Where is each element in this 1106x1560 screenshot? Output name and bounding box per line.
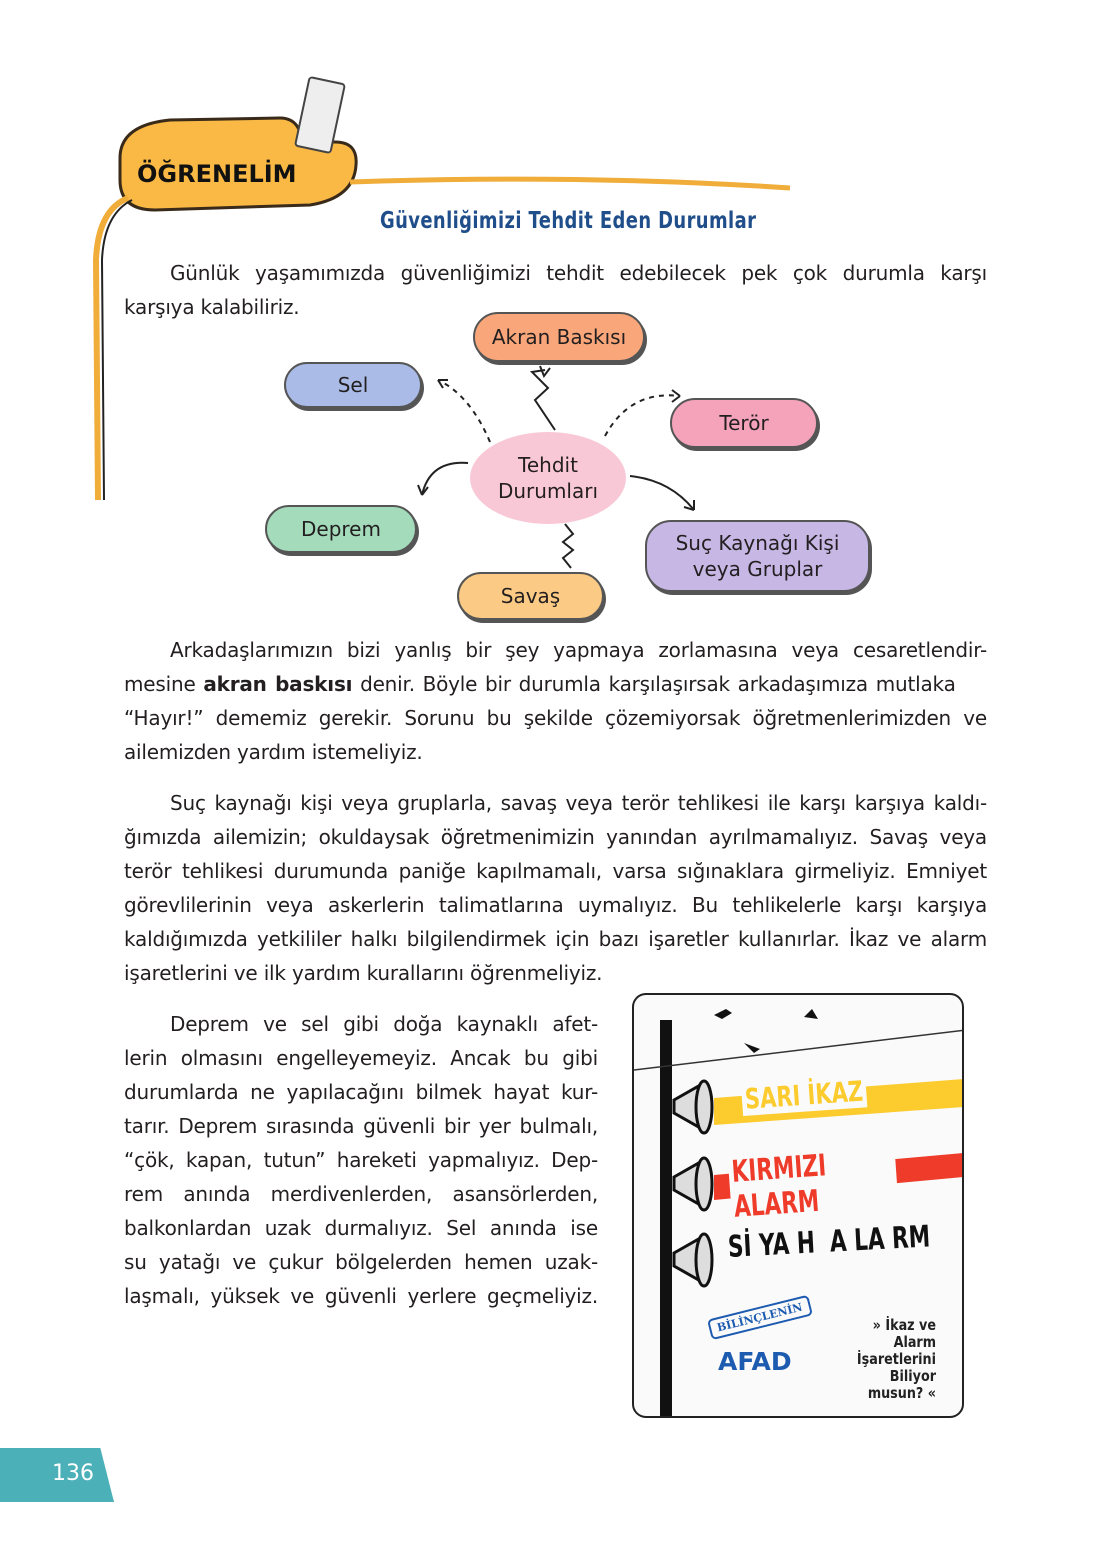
afad-alarm-poster: SARI İKAZ KIRMIZI ALARM Sİ YA H A LA RM … — [632, 993, 964, 1418]
p1-line: Arkadaşlarımızın bizi yanlış bir şey yap… — [170, 638, 987, 662]
p3-line: su yatağı ve çukur bölgelerden hemen uza… — [124, 1250, 598, 1274]
p3-line: rem anında merdivenlerden, asansörlerden… — [124, 1182, 598, 1206]
page-number-tab: 136 — [0, 1448, 114, 1502]
p2-line: kaldığımızda yetkililer halkı bilgilendi… — [124, 927, 987, 951]
suc-line: veya Gruplar — [692, 557, 823, 581]
p1-line: ailemizden yardım istemeliyiz. — [124, 740, 423, 764]
p3-line: lerin olmasını engelleyemeyiz. Ancak bu … — [124, 1046, 598, 1070]
node-savas: Savaş — [457, 572, 604, 620]
question-line: » İkaz ve Alarm — [872, 1316, 936, 1351]
p3-line: laşmalı, yüksek ve güvenli yerlere geçme… — [124, 1284, 598, 1308]
suc-line: Suç Kaynağı Kişi — [675, 531, 840, 555]
page-number: 136 — [52, 1461, 94, 1486]
node-deprem: Deprem — [265, 505, 417, 553]
question-line: İşaretlerini — [856, 1350, 936, 1368]
intro-line: Günlük yaşamımızda güvenliğimizi tehdit … — [170, 261, 987, 285]
poster-question: » İkaz ve Alarm İşaretlerini Biliyor mus… — [831, 1317, 936, 1402]
p3-line: balkonlardan uzak durmalıyız. Sel anında… — [124, 1216, 598, 1240]
kirmizi-alarm-label: KIRMIZI ALARM — [727, 1143, 900, 1225]
afad-logo: AFAD — [718, 1347, 792, 1376]
bold-term: akran baskısı — [203, 672, 353, 696]
p2-line: işaretlerini ve ilk yardım kurallarını ö… — [124, 961, 603, 985]
page-title: Güvenliğimizi Tehdit Eden Durumlar — [380, 208, 757, 234]
node-akran-baskisi: Akran Baskısı — [473, 312, 645, 362]
ogrenelim-banner: ÖĞRENELİM — [92, 76, 791, 501]
p3-line: Deprem ve sel gibi doğa kaynaklı afet- — [170, 1012, 598, 1036]
p3-line: “çök, kapan, tutun” hareketi yapmalıyız.… — [124, 1148, 598, 1172]
p3-line: tarır. Deprem sırasında güvenli bir yer … — [124, 1114, 598, 1138]
book-character-icon — [294, 76, 346, 154]
p2-line: Suç kaynağı kişi veya gruplarla, savaş v… — [170, 791, 987, 815]
text: denir. Böyle bir durumla karşılaşırsak a… — [352, 672, 956, 696]
center-line: Durumları — [497, 479, 599, 503]
question-line: Biliyor musun? « — [867, 1367, 936, 1402]
p2-line: terör tehlikesi durumunda paniğe kapılma… — [124, 859, 987, 883]
p1-line: mesine akran baskısı denir. Böyle bir du… — [124, 667, 987, 701]
node-sel: Sel — [284, 362, 422, 408]
intro-line: karşıya kalabiliriz. — [124, 295, 300, 319]
center-line: Tehdit — [518, 453, 578, 477]
node-teror: Terör — [670, 398, 818, 448]
ogrenelim-label: ÖĞRENELİM — [137, 158, 297, 188]
p1-line: “Hayır!” dememiz gerekir. Sorunu bu şeki… — [124, 706, 987, 730]
p3-line: durumlarda ne yapılacağını bilmek hayat … — [124, 1080, 598, 1104]
diagram-arrows — [417, 365, 695, 569]
p2-line: görevlilerinin veya askerlerin talimatla… — [124, 893, 987, 917]
p2-line: ğımızda ailemizin; okuldaysak öğretmenim… — [124, 825, 987, 849]
text: mesine — [124, 672, 204, 696]
